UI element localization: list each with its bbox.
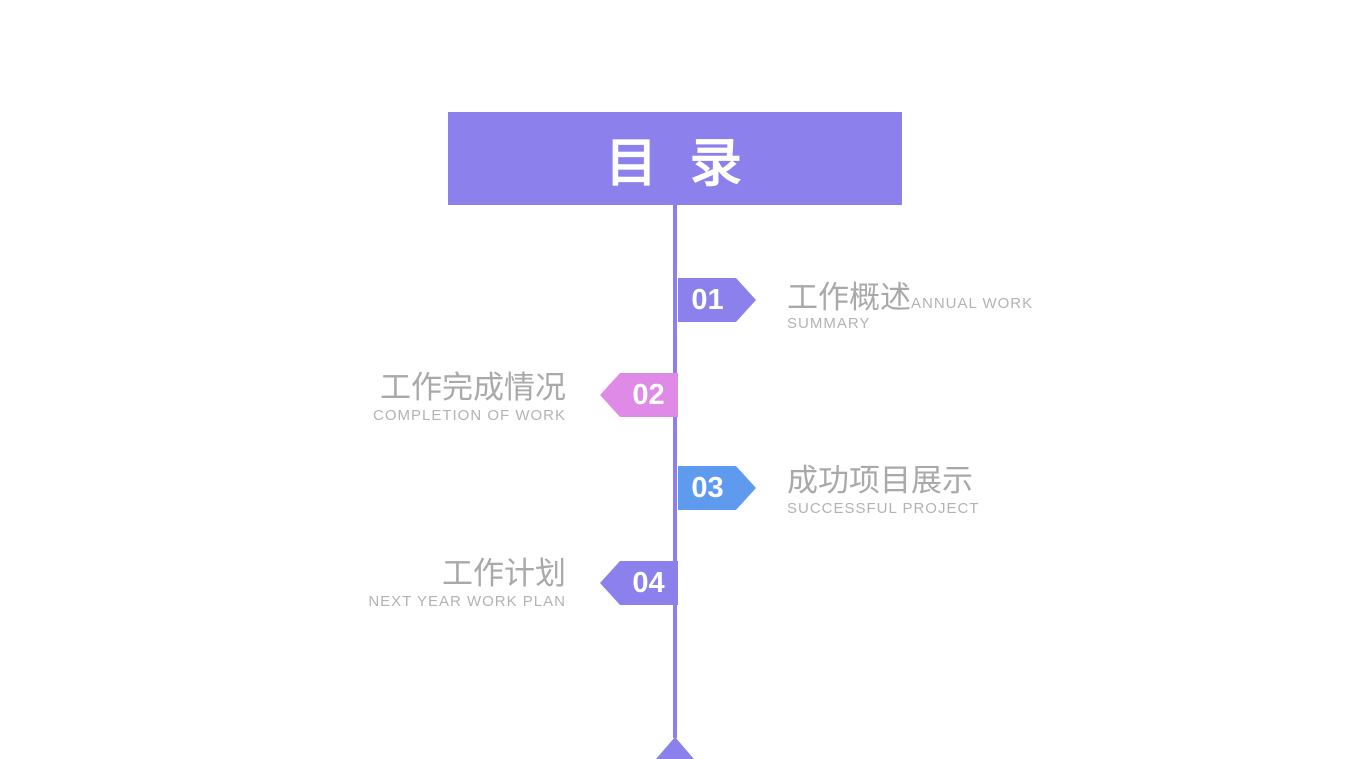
title-banner[interactable]: 目 录 bbox=[448, 112, 902, 205]
item-title: 成功项目展示 bbox=[787, 463, 973, 498]
toc-item-03-label[interactable]: 成功项目展示 SUCCESSFUL PROJECT bbox=[787, 463, 1047, 518]
toc-item-04-number-tag[interactable]: 04 bbox=[600, 561, 678, 605]
item-subtitle: ANNUAL WORK SUMMARY bbox=[787, 295, 1034, 332]
toc-item-02-number-tag[interactable]: 02 bbox=[600, 373, 678, 417]
page-title: 目 录 bbox=[605, 135, 745, 193]
item-number: 03 bbox=[691, 471, 724, 504]
item-number: 01 bbox=[691, 283, 724, 316]
item-subtitle: NEXT YEAR WORK PLAN bbox=[368, 593, 566, 610]
toc-item-04-label[interactable]: 工作计划 NEXT YEAR WORK PLAN bbox=[306, 556, 566, 611]
item-title: 工作完成情况 bbox=[380, 370, 566, 405]
item-subtitle: COMPLETION OF WORK bbox=[372, 407, 566, 424]
toc-item-01-label[interactable]: 工作概述ANNUAL WORK SUMMARY bbox=[787, 281, 1042, 333]
item-subtitle: SUCCESSFUL PROJECT bbox=[787, 500, 980, 517]
timeline-line bbox=[673, 205, 677, 738]
toc-item-01-number-tag[interactable]: 01 bbox=[678, 278, 756, 322]
item-number: 04 bbox=[632, 566, 665, 599]
item-title: 工作计划 bbox=[442, 556, 566, 591]
item-title: 工作概述 bbox=[787, 280, 911, 315]
timeline-end-arrowhead-icon bbox=[656, 737, 694, 759]
item-number: 02 bbox=[632, 378, 665, 411]
toc-item-03-number-tag[interactable]: 03 bbox=[678, 466, 756, 510]
toc-item-02-label[interactable]: 工作完成情况 COMPLETION OF WORK bbox=[306, 370, 566, 425]
